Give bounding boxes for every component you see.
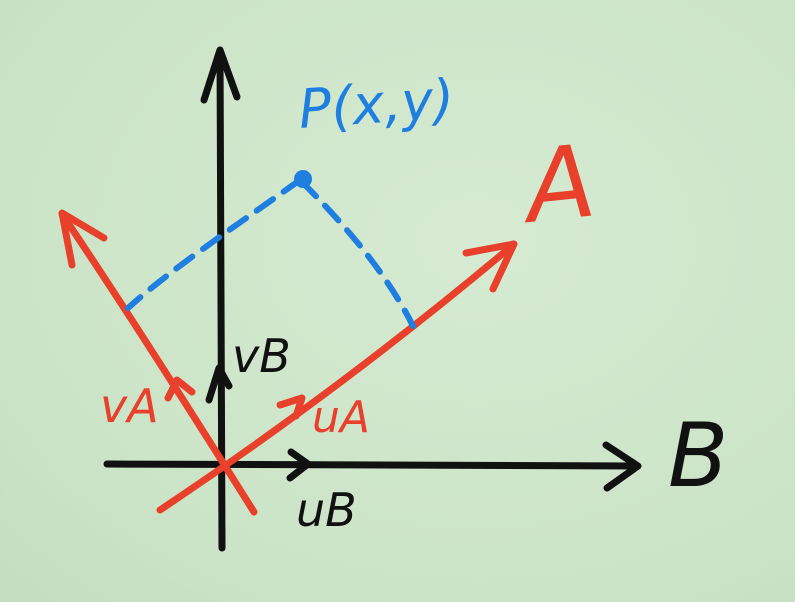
u-b-arrowhead: [286, 448, 312, 482]
projection-to-a-first: [299, 179, 416, 329]
a-first-arrowhead: [462, 240, 518, 293]
a-second-arrowhead: [58, 209, 108, 269]
point-projections: [125, 177, 416, 329]
u-a-label: uA: [312, 392, 370, 443]
v-a-arrowhead: [164, 376, 196, 402]
v-b-label: vB: [232, 329, 291, 383]
point-p-marker: [294, 170, 312, 188]
b-horizontal-axis: [103, 460, 640, 470]
basis-a-axes: [58, 209, 518, 516]
basis-b-label: B: [668, 404, 728, 507]
b-vertical-arrowhead: [200, 46, 241, 104]
v-a-label: vA: [100, 379, 159, 433]
u-a-arrowhead: [276, 394, 306, 420]
u-b-label: uB: [296, 483, 357, 537]
projection-to-a-second: [125, 177, 303, 311]
v-b-arrow: [205, 364, 233, 404]
a-second-axis: [58, 210, 258, 516]
b-horizontal-arrowhead: [602, 441, 642, 492]
basis-b-axes: [103, 46, 642, 552]
a-first-axis: [156, 241, 517, 514]
b-vertical-axis: [216, 48, 226, 552]
point-p-label: P(x,y): [297, 67, 457, 141]
basis-a-label: A: [514, 122, 600, 246]
